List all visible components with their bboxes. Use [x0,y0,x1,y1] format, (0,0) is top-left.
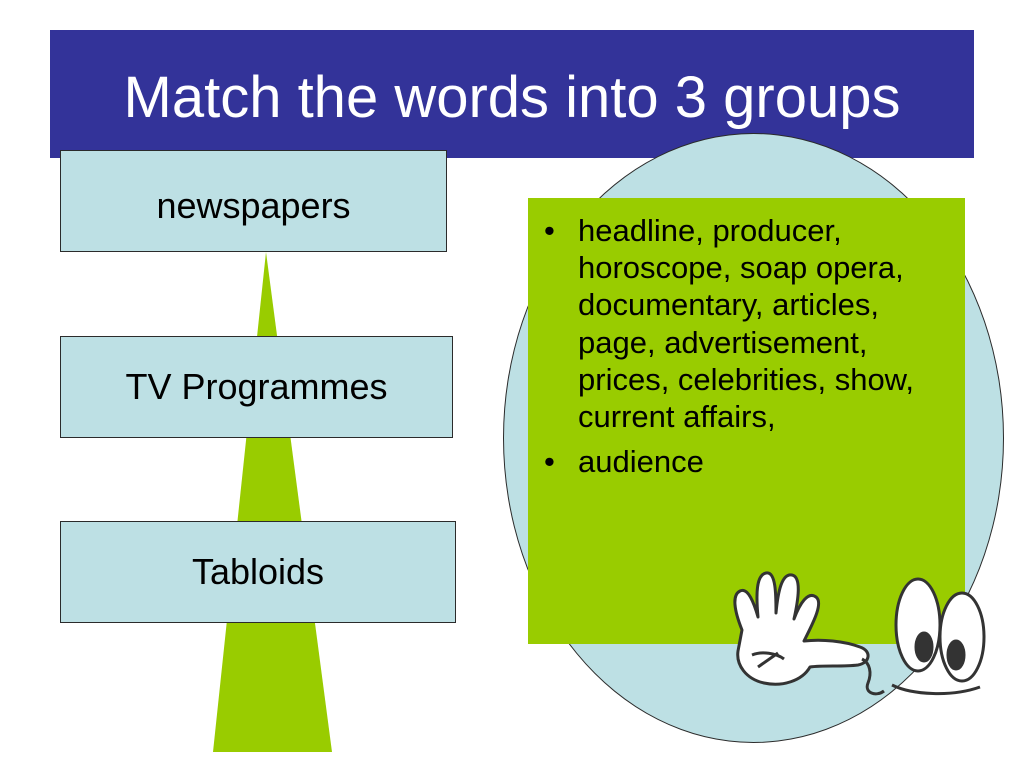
category-label: TV Programmes [125,366,388,407]
category-box-tv-programmes[interactable]: TV Programmes [60,336,453,438]
category-box-newspapers[interactable]: newspapers [60,150,447,252]
word-list: • headline, producer, horoscope, soap op… [540,212,953,480]
slide-title: Match the words into 3 groups [123,65,901,130]
pointing-hand-clipart-icon [733,571,986,696]
category-label: Tabloids [191,551,325,592]
word-list-item: • audience [540,443,953,480]
category-box-tabloids[interactable]: Tabloids [60,521,456,623]
word-list-panel: • headline, producer, horoscope, soap op… [528,198,965,644]
bullet-marker: • [544,444,555,480]
word-list-text: audience [578,444,704,480]
bullet-marker: • [544,213,555,248]
word-list-text: headline, producer, horoscope, soap oper… [578,213,914,434]
title-bar: Match the words into 3 groups [50,30,974,158]
category-label: newspapers [156,185,351,226]
connector-triangle [213,252,332,752]
word-list-item: • headline, producer, horoscope, soap op… [540,212,953,435]
